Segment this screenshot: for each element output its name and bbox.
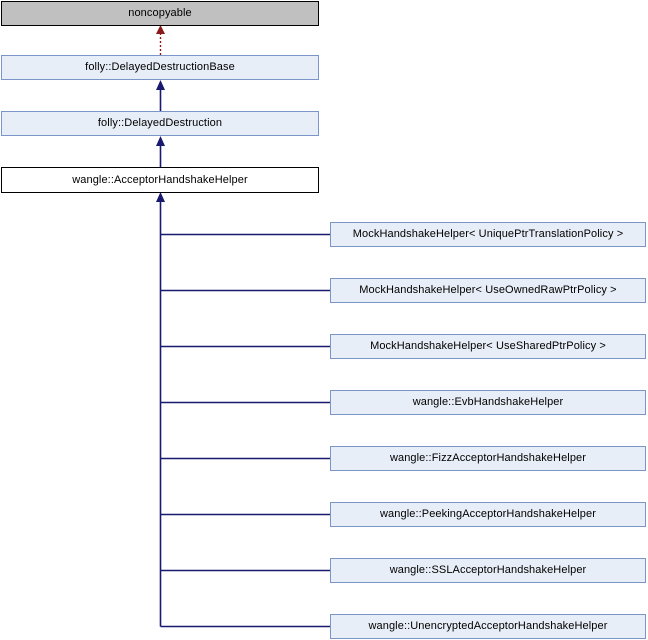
class-node-noncopyable[interactable]: noncopyable <box>1 1 319 26</box>
class-node-label: MockHandshakeHelper< UniquePtrTranslatio… <box>352 228 624 241</box>
edge-inherit-delayeddestructionbase <box>156 80 165 111</box>
class-node-label: wangle::PeekingAcceptorHandshakeHelper <box>380 508 596 521</box>
class-node-wangle-fizzacceptorhandshakehelper[interactable]: wangle::FizzAcceptorHandshakeHelper <box>330 446 646 471</box>
class-node-label: wangle::SSLAcceptorHandshakeHelper <box>389 564 587 577</box>
class-node-wangle-evbhandshakehelper[interactable]: wangle::EvbHandshakeHelper <box>330 390 646 415</box>
class-node-label: wangle::FizzAcceptorHandshakeHelper <box>389 452 587 465</box>
edge-usage-noncopyable <box>156 25 165 55</box>
class-node-wangle-sslacceptorhandshakehelper[interactable]: wangle::SSLAcceptorHandshakeHelper <box>330 558 646 583</box>
class-node-label: MockHandshakeHelper< UseOwnedRawPtrPolic… <box>359 284 617 297</box>
class-node-wangle-peekingacceptorhandshakehelper[interactable]: wangle::PeekingAcceptorHandshakeHelper <box>330 502 646 527</box>
class-node-label: noncopyable <box>128 7 192 20</box>
class-node-label: wangle::AcceptorHandshakeHelper <box>72 173 248 186</box>
class-node-mockhandshakehelper-useownedrawptrpolicy[interactable]: MockHandshakeHelper< UseOwnedRawPtrPolic… <box>330 278 646 303</box>
class-node-label: MockHandshakeHelper< UseSharedPtrPolicy … <box>370 340 606 353</box>
class-node-mockhandshakehelper-uniqueptrtranslationpolicy[interactable]: MockHandshakeHelper< UniquePtrTranslatio… <box>330 222 646 247</box>
class-node-wangle-unencryptedacceptorhandshakehelper[interactable]: wangle::UnencryptedAcceptorHandshakeHelp… <box>330 614 646 639</box>
class-node-label: wangle::UnencryptedAcceptorHandshakeHelp… <box>368 620 608 633</box>
edge-inherit-delayeddestruction <box>156 136 165 167</box>
class-node-mockhandshakehelper-usesharedptrpolicy[interactable]: MockHandshakeHelper< UseSharedPtrPolicy … <box>330 334 646 359</box>
class-node-label: folly::DelayedDestruction <box>97 117 223 130</box>
class-node-folly-delayeddestructionbase[interactable]: folly::DelayedDestructionBase <box>1 55 319 80</box>
class-node-folly-delayeddestruction[interactable]: folly::DelayedDestruction <box>1 111 319 136</box>
class-node-wangle-acceptorhandshakehelper[interactable]: wangle::AcceptorHandshakeHelper <box>1 167 319 193</box>
class-node-label: folly::DelayedDestructionBase <box>85 61 235 74</box>
class-node-label: wangle::EvbHandshakeHelper <box>412 396 564 409</box>
edge-inherit-derived-trunk <box>156 192 330 628</box>
